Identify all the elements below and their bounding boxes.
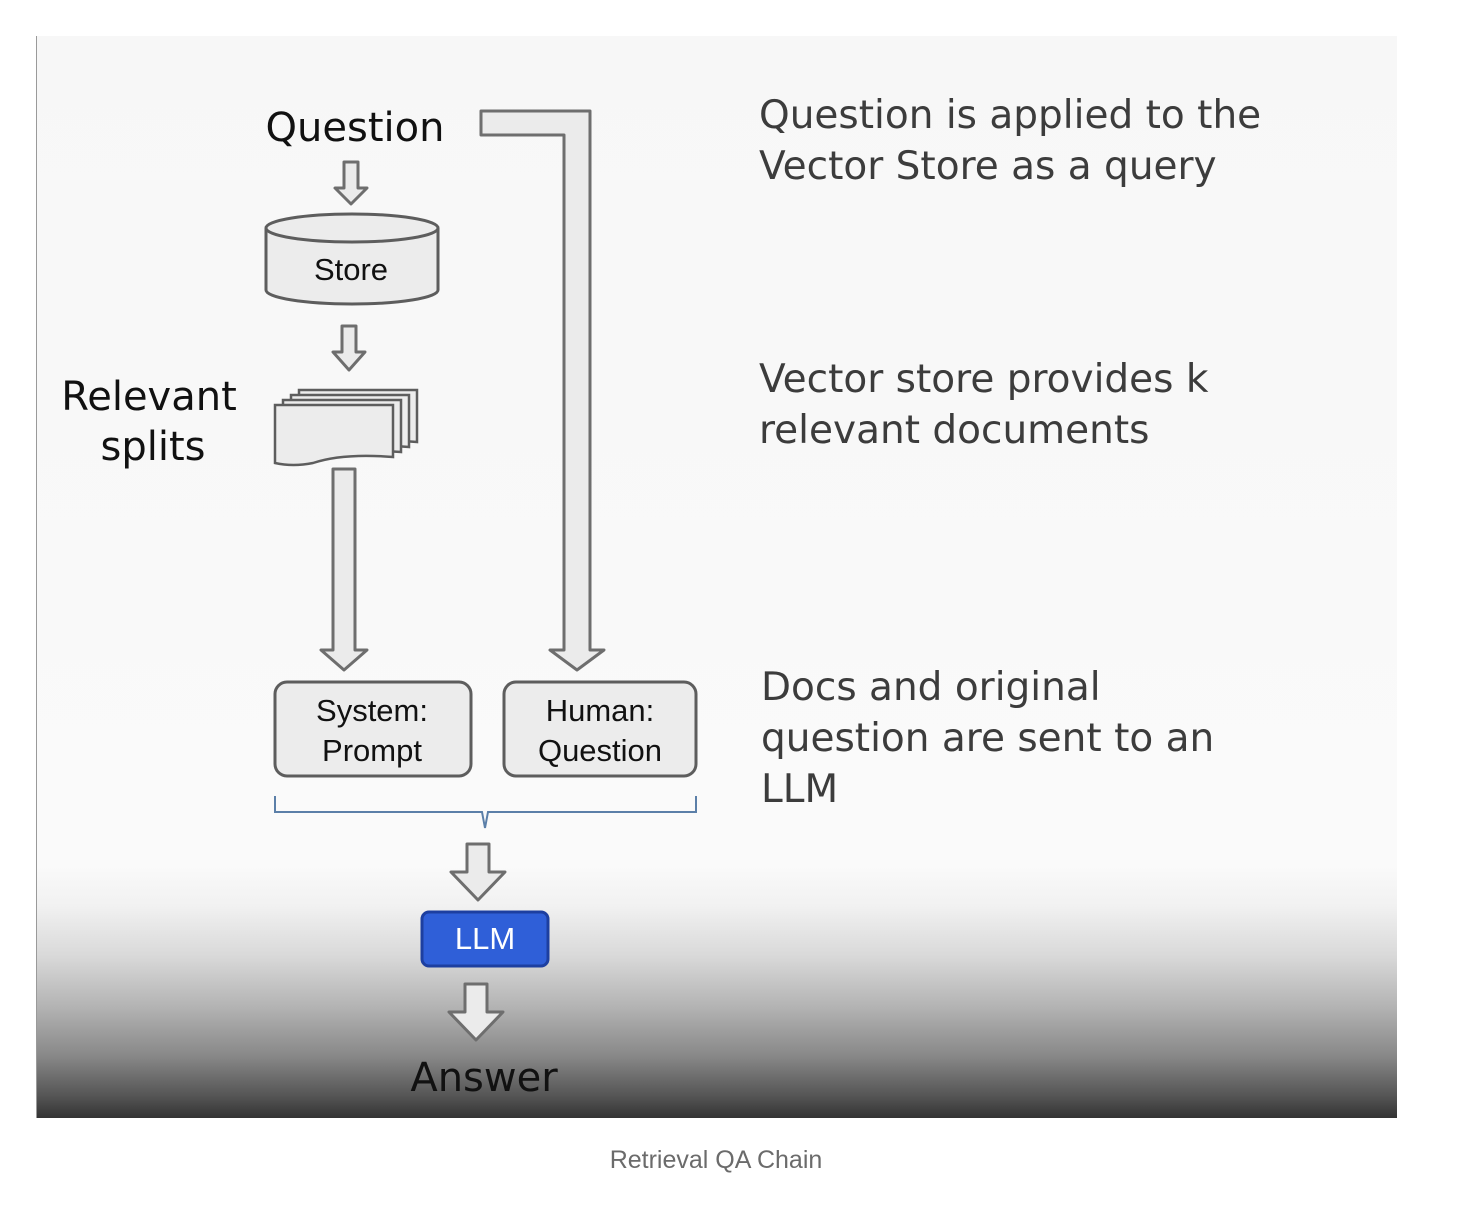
bracket-connector bbox=[274, 796, 697, 829]
human-box-line2: Question bbox=[538, 733, 662, 768]
description-step3-line3: LLM bbox=[761, 767, 839, 812]
human-question-box bbox=[502, 680, 698, 778]
relevant-splits-label-line2: splits bbox=[101, 424, 206, 470]
arrow-to-llm bbox=[449, 842, 507, 902]
description-step2-line2: relevant documents bbox=[759, 408, 1150, 453]
arrow-question-to-human bbox=[479, 109, 606, 672]
description-step3-line2: question are sent to an bbox=[761, 716, 1215, 761]
arrow-llm-to-answer bbox=[447, 982, 505, 1042]
description-step1-line1: Question is applied to the bbox=[759, 93, 1262, 138]
figure-caption: Retrieval QA Chain bbox=[609, 1146, 823, 1174]
document-stack-icon bbox=[273, 388, 419, 467]
relevant-splits-label: Relevant bbox=[61, 374, 237, 420]
system-box-line1: System: bbox=[316, 693, 428, 728]
description-step1: Question is applied to the Vector Store … bbox=[759, 90, 1261, 192]
arrow-store-to-splits bbox=[331, 324, 367, 372]
llm-label: LLM bbox=[455, 921, 515, 956]
description-step3: Docs and original question are sent to a… bbox=[761, 662, 1214, 815]
store-cylinder bbox=[264, 212, 440, 306]
llm-box bbox=[420, 910, 550, 968]
system-prompt-box bbox=[273, 680, 473, 778]
diagram-figure: Question Store Relevant splits System: P… bbox=[36, 36, 1397, 1118]
arrow-question-to-store bbox=[333, 160, 369, 206]
human-box-line1: Human: bbox=[546, 693, 655, 728]
description-step2: Vector store provides k relevant documen… bbox=[759, 354, 1208, 456]
store-label: Store bbox=[314, 252, 388, 287]
answer-label: Answer bbox=[410, 1055, 558, 1101]
description-step1-line2: Vector Store as a query bbox=[759, 144, 1217, 189]
system-box-line2: Prompt bbox=[322, 733, 422, 768]
arrow-splits-to-system bbox=[319, 467, 369, 672]
question-label: Question bbox=[266, 105, 445, 151]
description-step3-line1: Docs and original bbox=[761, 665, 1101, 710]
description-step2-line1: Vector store provides k bbox=[759, 357, 1209, 402]
retrieval-qa-diagram: Question Store Relevant splits System: P… bbox=[61, 105, 698, 1101]
